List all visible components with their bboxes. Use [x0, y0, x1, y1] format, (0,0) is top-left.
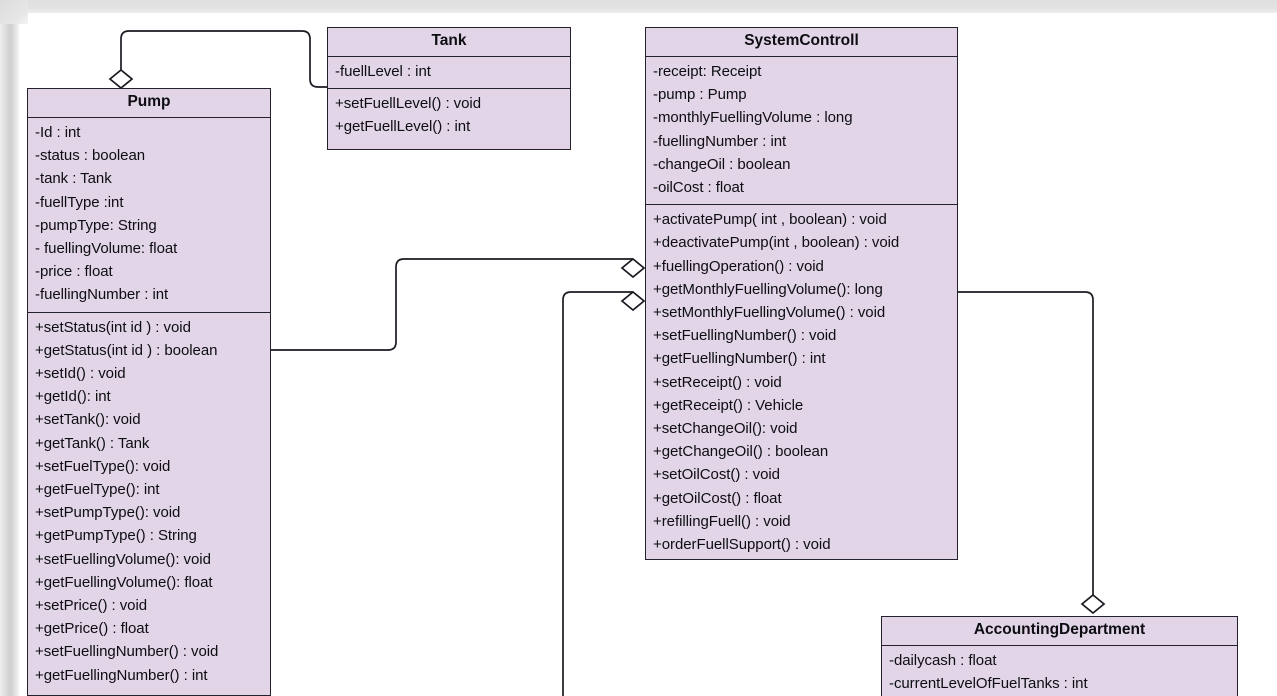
- class-name-accountingdepartment: AccountingDepartment: [882, 617, 1237, 646]
- class-box-systemcontroll[interactable]: SystemControll -receipt: Receipt -pump :…: [645, 27, 958, 560]
- class-member: +setId() : void: [35, 364, 126, 382]
- class-member: -pumpType: String: [35, 216, 157, 234]
- class-member: +getPrice() : float: [35, 620, 149, 638]
- class-member: +setFuellingVolume(): void: [35, 550, 211, 568]
- class-member: -fuellLevel : int: [335, 62, 431, 80]
- class-member: -changeOil : boolean: [653, 155, 791, 173]
- class-member: +getMonthlyFuellingVolume(): long: [653, 280, 883, 298]
- class-member: +getFuellLevel() : int: [335, 118, 471, 136]
- class-member: -price : float: [35, 263, 113, 281]
- aggregation-diamond-systemcontroll-down: [620, 290, 646, 312]
- class-methods-pump: +setStatus(int id ) : void +getStatus(in…: [28, 311, 270, 692]
- page-corner-shadow: [0, 0, 28, 24]
- connector-systemcontroll-down: [562, 290, 646, 696]
- class-member: +activatePump( int , boolean) : void: [653, 211, 887, 229]
- class-member: +getStatus(int id ) : boolean: [35, 341, 218, 359]
- class-attributes-accountingdepartment: -dailycash : float -currentLevelOfFuelTa…: [882, 646, 1237, 696]
- class-member: -monthlyFuellingVolume : long: [653, 109, 853, 127]
- page-left-edge-shadow: [0, 0, 20, 696]
- class-attributes-systemcontroll: -receipt: Receipt -pump : Pump -monthlyF…: [646, 57, 957, 204]
- class-member: -dailycash : float: [889, 651, 997, 669]
- class-member: -currentLevelOfFuelTanks : int: [889, 675, 1088, 693]
- class-member: +setFuelType(): void: [35, 457, 171, 475]
- class-member: -fuellingNumber : int: [653, 132, 787, 150]
- connector-pump-tank: [108, 30, 327, 90]
- class-member: +setFuellingNumber() : void: [653, 327, 837, 345]
- class-name-systemcontroll: SystemControll: [646, 28, 957, 57]
- class-member: +setPrice() : void: [35, 596, 148, 614]
- class-member: -Id : int: [35, 123, 81, 141]
- class-member: +setTank(): void: [35, 411, 141, 429]
- class-member: -fuellType :int: [35, 193, 124, 211]
- class-member: +getFuelType(): int: [35, 480, 160, 498]
- class-member: -status : boolean: [35, 147, 146, 165]
- class-box-accountingdepartment[interactable]: AccountingDepartment -dailycash : float …: [881, 616, 1238, 696]
- class-member: -tank : Tank: [35, 170, 112, 188]
- class-member: +setChangeOil(): void: [653, 419, 798, 437]
- class-attributes-pump: -Id : int -status : boolean -tank : Tank…: [28, 118, 270, 312]
- class-member: +setFuellingNumber() : void: [35, 643, 219, 661]
- class-member: -fuellingNumber : int: [35, 286, 169, 304]
- class-member: +getFuellingNumber() : int: [653, 350, 826, 368]
- class-member: +getPumpType() : String: [35, 527, 197, 545]
- class-member: -pump : Pump: [653, 86, 747, 104]
- class-name-tank: Tank: [328, 28, 570, 57]
- class-member: +getFuellingVolume(): float: [35, 573, 213, 591]
- class-member: +setMonthlyFuellingVolume() : void: [653, 303, 886, 321]
- page-top-edge-shadow: [0, 0, 1277, 13]
- class-methods-systemcontroll: +activatePump( int , boolean) : void +de…: [646, 204, 957, 561]
- class-member: +fuellingOperation() : void: [653, 257, 824, 275]
- class-member: +setFuellLevel() : void: [335, 95, 482, 113]
- class-member: -receipt: Receipt: [653, 62, 762, 80]
- class-member: +getChangeOil() : boolean: [653, 443, 829, 461]
- class-member: +orderFuellSupport() : void: [653, 535, 831, 553]
- class-member: +getOilCost() : float: [653, 489, 782, 507]
- class-name-pump: Pump: [28, 89, 270, 118]
- aggregation-diamond-pump: [108, 68, 134, 90]
- class-member: +setReceipt() : void: [653, 373, 782, 391]
- class-member: +refillingFuell() : void: [653, 512, 791, 530]
- connector-systemcontroll-pump: [270, 257, 646, 351]
- class-member: +getFuellingNumber() : int: [35, 666, 208, 684]
- class-box-pump[interactable]: Pump -Id : int -status : boolean -tank :…: [27, 88, 271, 696]
- class-member: +setOilCost() : void: [653, 466, 780, 484]
- class-member: - fuellingVolume: float: [35, 239, 178, 257]
- aggregation-diamond-systemcontroll-pump: [620, 257, 646, 279]
- class-member: +deactivatePump(int , boolean) : void: [653, 234, 900, 252]
- aggregation-diamond-accountingdepartment: [1080, 593, 1106, 615]
- class-member: +getTank() : Tank: [35, 434, 150, 452]
- class-box-tank[interactable]: Tank -fuellLevel : int +setFuellLevel() …: [327, 27, 571, 150]
- class-methods-tank: +setFuellLevel() : void +getFuellLevel()…: [328, 88, 570, 143]
- class-member: +setStatus(int id ) : void: [35, 318, 191, 336]
- class-member: +getId(): int: [35, 388, 111, 406]
- class-member: -oilCost : float: [653, 178, 744, 196]
- class-attributes-tank: -fuellLevel : int: [328, 57, 570, 88]
- connector-systemcontroll-accountingdepartment: [958, 291, 1106, 615]
- class-member: +getReceipt() : Vehicle: [653, 396, 804, 414]
- class-member: +setPumpType(): void: [35, 504, 181, 522]
